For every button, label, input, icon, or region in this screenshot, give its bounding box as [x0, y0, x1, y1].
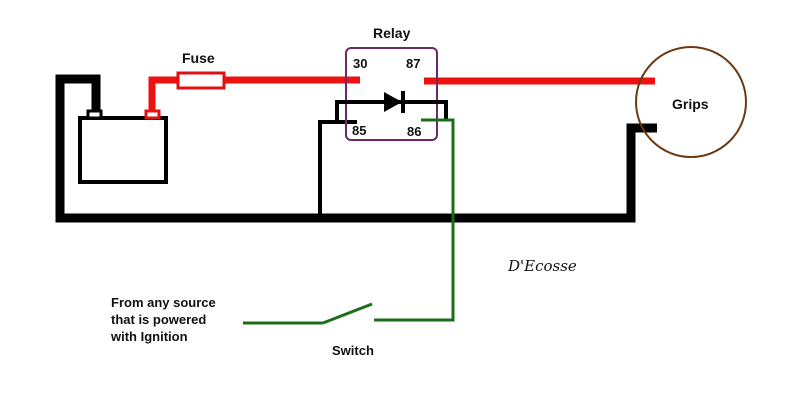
signature-label: D'Ecosse — [507, 257, 577, 275]
relay-85-ground-wire — [318, 120, 357, 218]
source-label-line2: that is powered — [111, 312, 206, 327]
fuse — [176, 71, 226, 90]
power-wire-battery-to-fuse — [148, 76, 178, 112]
switch-wire-relay-86 — [374, 118, 455, 322]
pin-85-label: 85 — [352, 123, 366, 138]
switch-contact — [322, 302, 373, 325]
source-label-line1: From any source — [111, 295, 216, 310]
pin-30-label: 30 — [353, 56, 367, 71]
diode-icon — [384, 92, 402, 112]
pin-86-label: 86 — [407, 124, 421, 139]
grips-element — [635, 46, 747, 158]
grips-label: Grips — [672, 96, 709, 112]
battery — [78, 116, 168, 184]
relay-label: Relay — [373, 25, 411, 41]
relay-box — [345, 47, 438, 141]
battery-positive-terminal — [144, 109, 161, 120]
fuse-label: Fuse — [182, 50, 215, 66]
switch-label: Switch — [332, 343, 374, 358]
source-label-line3: with Ignition — [110, 329, 188, 344]
pin-87-label: 87 — [406, 56, 420, 71]
battery-negative-terminal — [86, 109, 103, 120]
ground-wire — [55, 74, 657, 223]
